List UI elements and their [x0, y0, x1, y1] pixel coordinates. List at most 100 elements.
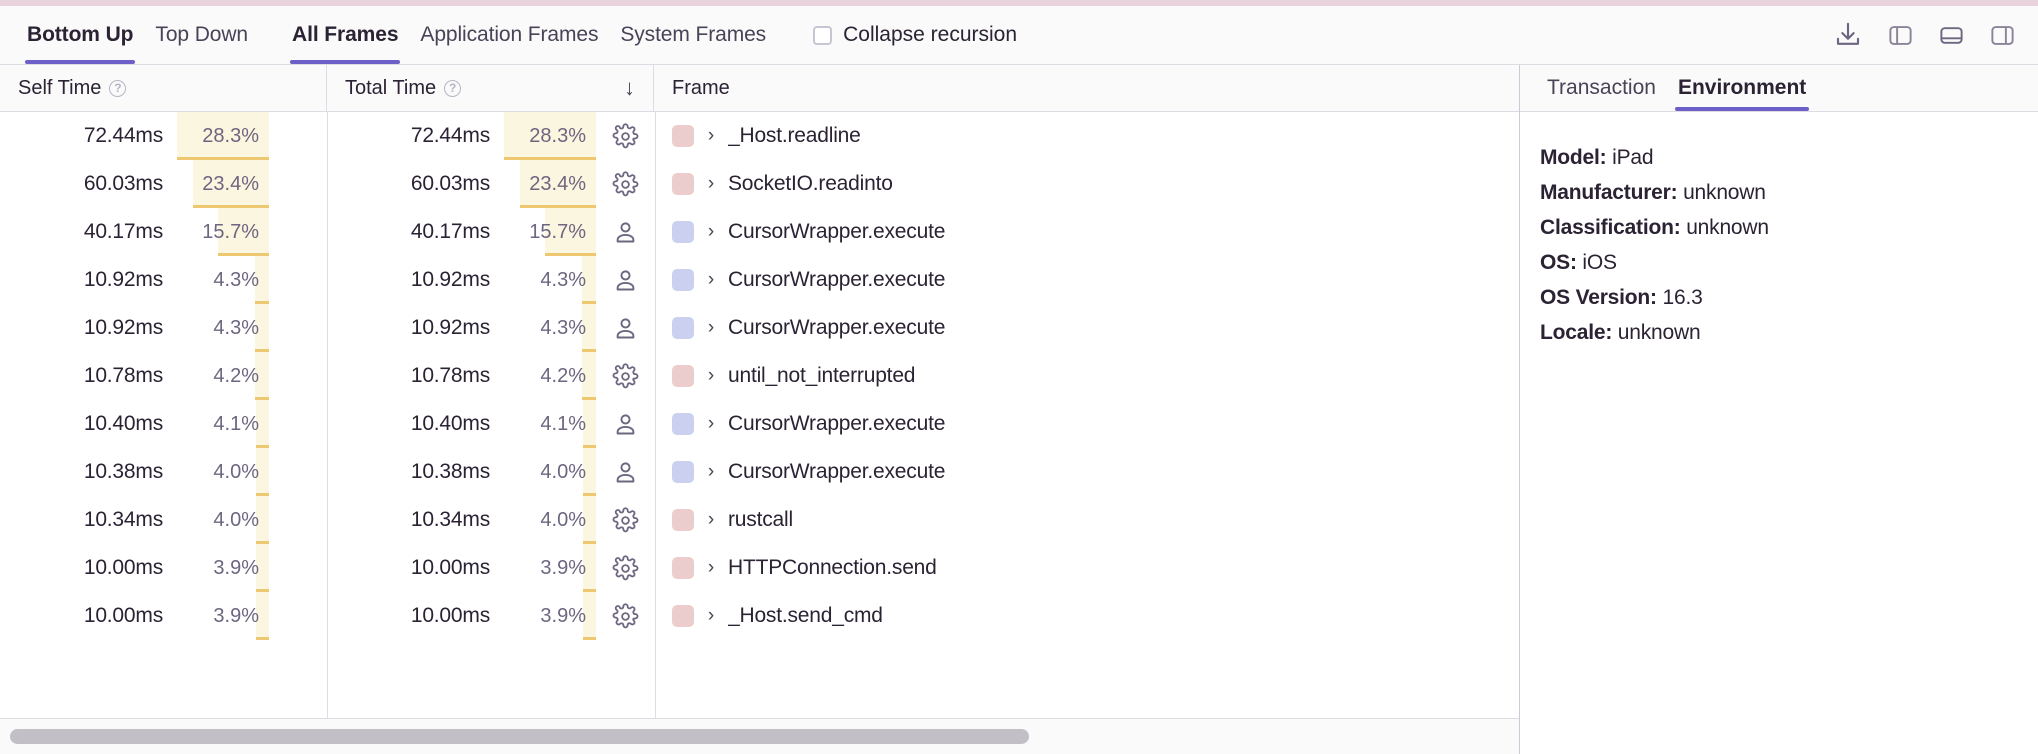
download-icon[interactable]: [1833, 20, 1863, 50]
layout-right-panel-icon[interactable]: [1989, 22, 2016, 49]
tab-application-frames[interactable]: Application Frames: [409, 6, 609, 64]
environment-row: Manufacturer: unknown: [1540, 175, 2018, 210]
total-time-percent: 4.0%: [504, 448, 596, 496]
sort-descending-icon[interactable]: ↓: [624, 75, 635, 100]
horizontal-scrollbar[interactable]: [0, 718, 1519, 754]
self-time-percent-value: 3.9%: [213, 556, 259, 579]
cell-frame: › _Host.readline: [654, 112, 1519, 160]
total-time-percent-value: 23.4%: [529, 172, 586, 195]
expand-chevron-icon[interactable]: ›: [707, 221, 715, 242]
total-time-percent-value: 28.3%: [529, 124, 586, 147]
self-time-value: 10.78ms: [83, 364, 163, 387]
person-icon: [596, 208, 654, 256]
expand-chevron-icon[interactable]: ›: [707, 605, 715, 626]
column-header-self-time[interactable]: Self Time ?: [0, 65, 327, 111]
total-time-help-icon[interactable]: ?: [444, 79, 462, 97]
horizontal-scrollbar-thumb[interactable]: [10, 729, 1030, 744]
expand-chevron-icon[interactable]: ›: [707, 413, 715, 434]
self-time-percent: 4.3%: [177, 304, 269, 352]
frame-name: SocketIO.readinto: [728, 172, 893, 195]
total-time-percent-value: 3.9%: [540, 604, 586, 627]
details-tab-environment[interactable]: Environment: [1667, 65, 1817, 111]
self-time-value: 10.38ms: [83, 460, 163, 483]
cell-total-time: 10.78ms 4.2%: [327, 352, 654, 400]
spacer: [269, 256, 327, 304]
frame-name: _Host.readline: [728, 124, 861, 147]
person-icon: [596, 400, 654, 448]
details-tab-transaction[interactable]: Transaction: [1536, 65, 1667, 111]
column-header-total-time[interactable]: Total Time ? ↓: [327, 65, 654, 111]
cell-frame: ›CursorWrapper.execute: [654, 448, 1519, 496]
total-time-value: 10.78ms: [410, 364, 490, 387]
total-time-percent-value: 4.0%: [540, 508, 586, 531]
tab-label: Application Frames: [420, 23, 599, 46]
tab-bottom-up[interactable]: Bottom Up: [16, 6, 144, 64]
tab-all-frames[interactable]: All Frames: [281, 6, 409, 64]
total-time-percent-value: 4.1%: [540, 412, 586, 435]
collapse-recursion-toggle[interactable]: Collapse recursion: [813, 23, 1017, 47]
cell-frame: › SocketIO.readinto: [654, 160, 1519, 208]
layout-bottom-panel-icon[interactable]: [1938, 22, 1965, 49]
expand-chevron-icon[interactable]: ›: [707, 365, 715, 386]
self-time-percent-value: 4.2%: [213, 364, 259, 387]
total-time-percent-value: 15.7%: [529, 220, 586, 243]
frame-color-swatch: [672, 605, 694, 627]
column-header-frame[interactable]: Frame: [654, 65, 1519, 111]
expand-chevron-icon[interactable]: ›: [707, 269, 715, 290]
tab-system-frames[interactable]: System Frames: [609, 6, 777, 64]
self-time-percent: 4.0%: [177, 448, 269, 496]
cell-self-time: 10.92ms 4.3%: [0, 304, 327, 352]
frame-name: _Host.send_cmd: [728, 604, 883, 627]
self-time-percent-value: 23.4%: [202, 172, 259, 195]
self-time-value: 60.03ms: [83, 172, 163, 195]
self-time-value: 10.92ms: [83, 316, 163, 339]
total-time-percent-value: 3.9%: [540, 556, 586, 579]
cell-total-time: 40.17ms 15.7%: [327, 208, 654, 256]
cell-frame: ›HTTPConnection.send: [654, 544, 1519, 592]
frame-color-swatch: [672, 509, 694, 531]
layout-left-panel-icon[interactable]: [1887, 22, 1914, 49]
total-time-percent: 4.2%: [504, 352, 596, 400]
table-row[interactable]: 10.78ms 4.2% 10.78ms 4.2% › until_not_interru…: [0, 352, 1519, 400]
frame-color-swatch: [672, 269, 694, 291]
self-time-percent-value: 4.0%: [213, 508, 259, 531]
total-time-percent: 3.9%: [504, 544, 596, 592]
expand-chevron-icon[interactable]: ›: [707, 125, 715, 146]
expand-chevron-icon[interactable]: ›: [707, 317, 715, 338]
tab-label: Bottom Up: [27, 23, 134, 46]
expand-chevron-icon[interactable]: ›: [707, 173, 715, 194]
tab-top-down[interactable]: Top Down: [144, 6, 259, 64]
environment-value: unknown: [1686, 216, 1769, 239]
expand-chevron-icon[interactable]: ›: [707, 557, 715, 578]
frame-color-swatch: [672, 413, 694, 435]
self-time-help-icon[interactable]: ?: [109, 79, 127, 97]
collapse-recursion-checkbox[interactable]: [813, 25, 833, 45]
spacer: [269, 400, 327, 448]
tab-label: Top Down: [155, 23, 249, 46]
self-time-percent-value: 4.3%: [213, 268, 259, 291]
expand-chevron-icon[interactable]: ›: [707, 461, 715, 482]
total-time-value: 40.17ms: [410, 220, 490, 243]
frame-name: until_not_interrupted: [728, 364, 916, 387]
expand-chevron-icon[interactable]: ›: [707, 509, 715, 530]
cell-frame: ›rustcall: [654, 496, 1519, 544]
